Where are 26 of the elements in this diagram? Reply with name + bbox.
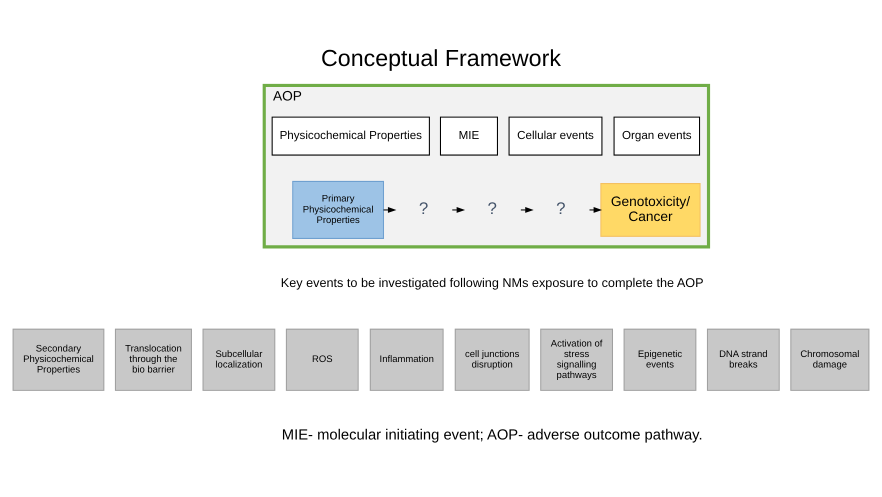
node-box: Physicochemical Properties [272,116,430,156]
arrow [384,206,396,212]
node-text: ? [556,198,566,218]
node-box: cell junctions disruption [454,328,530,390]
node-box: Secondary Physicochemical Properties [12,328,104,390]
arrow [452,206,466,212]
node-text: ? [418,198,428,218]
node-box: Genotoxicity/ Cancer [600,182,701,236]
node-box: Epigenetic events [624,328,696,390]
node-box: Activation of stress signalling pathways [540,328,613,390]
node-box: MIE [440,116,498,156]
node-box: ROS [286,328,359,390]
node-box: Organ events [614,116,700,156]
arrow [590,206,602,212]
label: Key events to be investigated following NMs exposure to complete the AOP [280,276,704,290]
caption: MIE- molecular initiating event; AOP- adverse outcome pathway. [282,427,703,444]
diagram-title: Conceptual Framework [321,44,561,71]
node-box: Translocation through the bio barrier [114,328,192,390]
node-box: Chromosomal damage [790,328,870,390]
node-box: Primary Physicochemical Properties [292,180,384,238]
node-box: Cellular events [508,116,602,156]
node-box: Subcellular localization [202,328,276,390]
arrow [520,206,534,212]
node-box: Inflammation [370,328,444,390]
node-box: DNA strand breaks [706,328,780,390]
node-text: ? [487,198,497,218]
